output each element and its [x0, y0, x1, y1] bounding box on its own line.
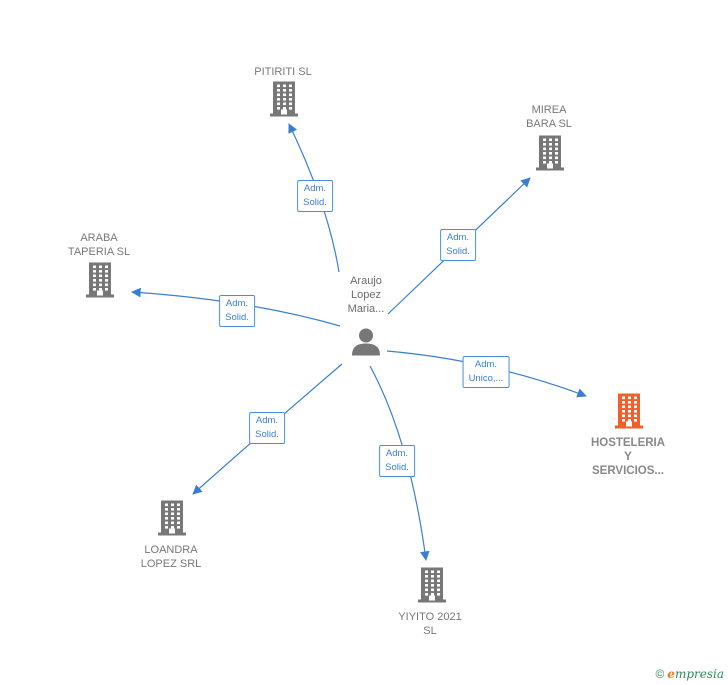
- company-name-line: TAPERIA SL: [67, 246, 131, 258]
- footer-brand[interactable]: ©empresia: [655, 667, 724, 681]
- edge-label-loandra[interactable]: Adm. Solid.: [249, 412, 285, 444]
- company-name-line: SL: [423, 625, 437, 637]
- edge-label-line: Solid.: [385, 462, 409, 473]
- company-name: PITIRITI SL: [254, 65, 311, 79]
- company-name-line: LOANDRA: [144, 544, 198, 556]
- edge-label-line: Adm.: [474, 359, 498, 370]
- company-name: HOSTELERIA Y SERVICIOS...: [591, 436, 665, 478]
- building-icon: [534, 135, 566, 176]
- edge-label-line: Unico,...: [468, 373, 504, 384]
- edge-label-line: Adm.: [255, 415, 279, 426]
- edge-label-line: Solid.: [446, 246, 470, 257]
- edge-label-hosteleria[interactable]: Adm. Unico,...: [462, 356, 510, 388]
- building-icon: [84, 262, 116, 303]
- company-name-line: PITIRITI SL: [254, 66, 312, 78]
- company-name-line: BARA SL: [526, 118, 572, 130]
- company-name-line: MIREA: [531, 104, 567, 116]
- brand-name: mpresia: [674, 667, 724, 681]
- building-icon: [268, 81, 300, 122]
- building-icon: [416, 567, 448, 608]
- edge-label-pitiriti[interactable]: Adm. Solid.: [297, 180, 333, 212]
- company-name-line: YIYITO 2021: [398, 611, 462, 623]
- person-icon[interactable]: [351, 327, 381, 362]
- edge-label-araba[interactable]: Adm. Solid.: [219, 295, 255, 327]
- edge-label-yiyito[interactable]: Adm. Solid.: [379, 445, 415, 477]
- edge-label-line: Adm.: [385, 448, 409, 459]
- company-name-line: ARABA: [80, 232, 118, 244]
- edge-label-line: Adm.: [446, 232, 470, 243]
- center-name-line-3: Maria...: [347, 303, 385, 315]
- center-name-line-1: Araujo: [350, 275, 382, 287]
- center-name-line-2: Lopez: [351, 289, 381, 301]
- edge-label-line: Solid.: [225, 312, 249, 323]
- company-name: YIYITO 2021 SL: [398, 610, 461, 638]
- building-icon-highlighted: [613, 393, 645, 434]
- company-name-line: HOSTELERIA: [590, 437, 666, 449]
- edge-label-line: Adm.: [303, 183, 327, 194]
- copyright-symbol: ©: [655, 667, 665, 681]
- edge-label-line: Solid.: [255, 429, 279, 440]
- company-name-line: LOPEZ SRL: [140, 558, 202, 570]
- company-name: MIREA BARA SL: [526, 103, 572, 131]
- edge-label-line: Solid.: [303, 197, 327, 208]
- company-name-line: Y: [624, 451, 632, 463]
- edge-label-line: Adm.: [225, 298, 249, 309]
- building-icon: [156, 500, 188, 541]
- company-name: LOANDRA LOPEZ SRL: [141, 543, 202, 571]
- center-person-name[interactable]: Araujo Lopez Maria...: [348, 274, 385, 316]
- company-name: ARABA TAPERIA SL: [68, 231, 130, 259]
- edge-label-mirea[interactable]: Adm. Solid.: [440, 229, 476, 261]
- company-name-line: SERVICIOS...: [591, 465, 664, 477]
- brand-e-letter: e: [667, 667, 675, 681]
